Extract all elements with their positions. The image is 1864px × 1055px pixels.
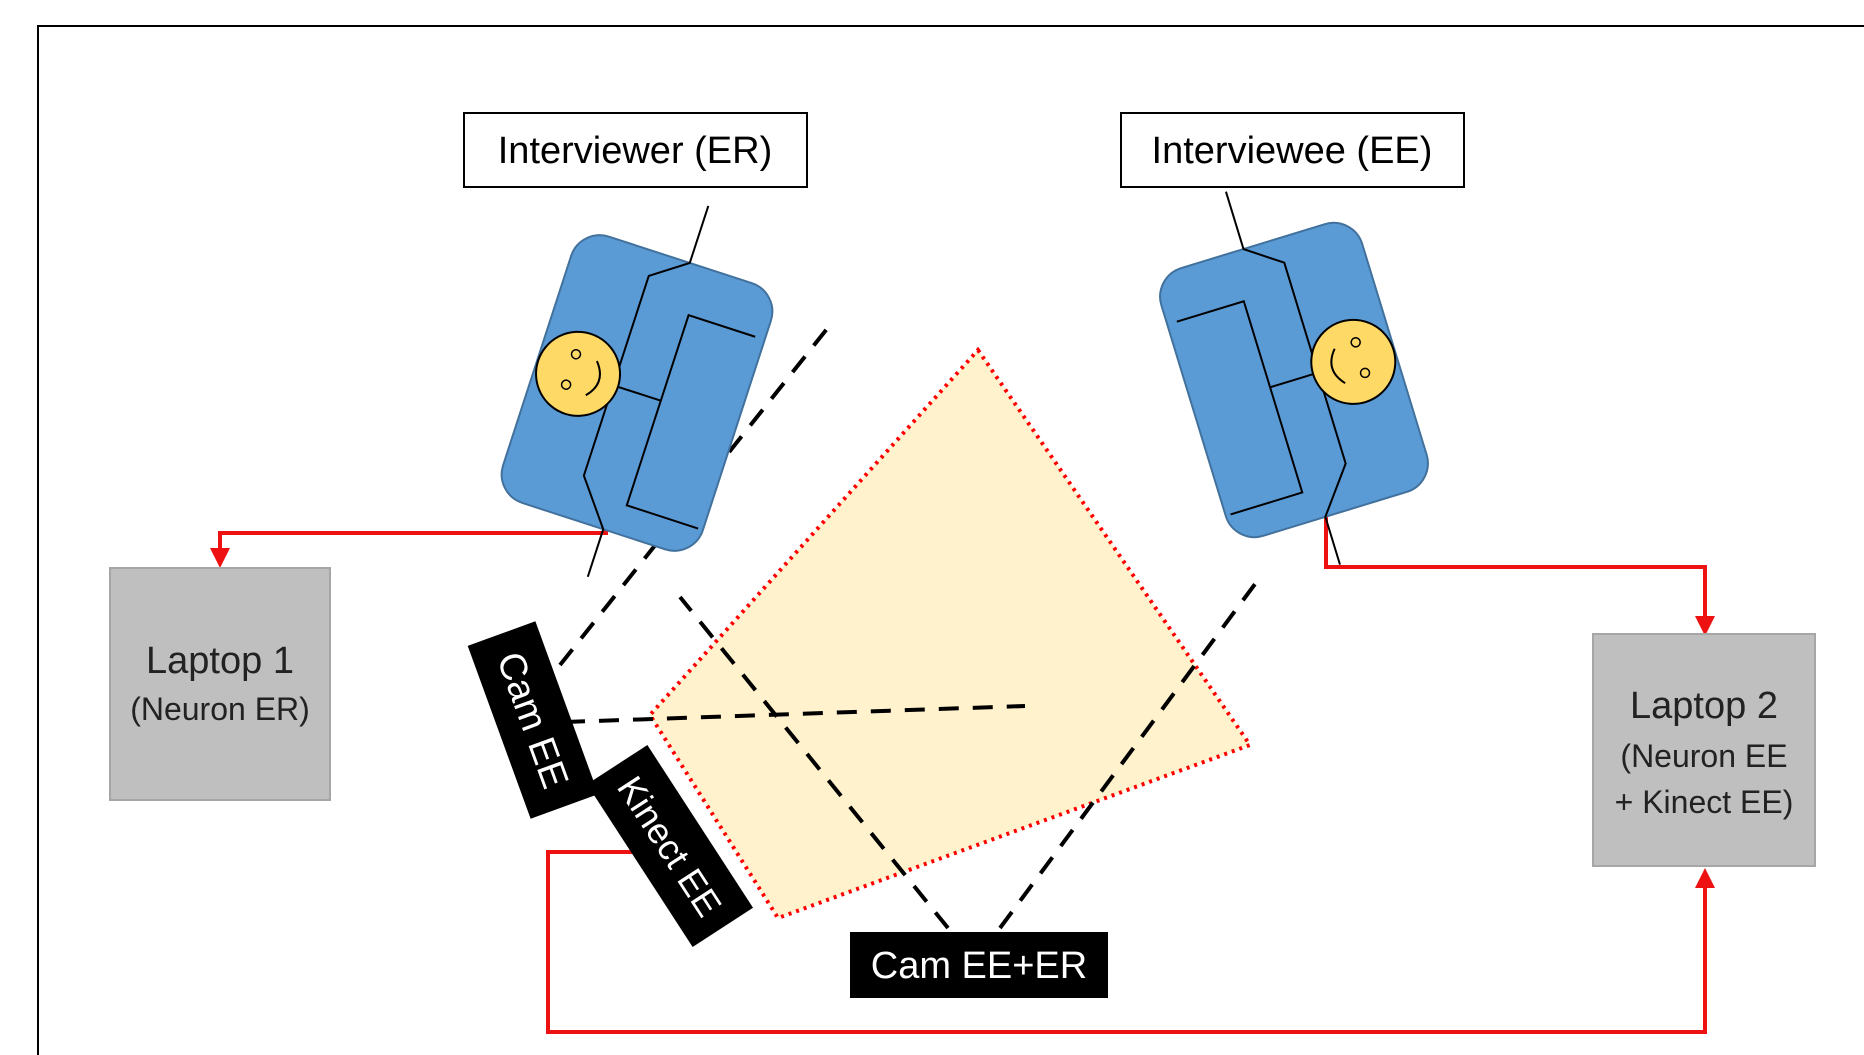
cable-er-to-laptop1 (210, 508, 608, 568)
interviewee-label: Interviewee (EE) (1152, 130, 1433, 172)
laptop-1-subtitle: (Neuron ER) (130, 691, 310, 727)
kinect-detection-zone (647, 346, 1254, 921)
interviewer-figure (500, 205, 774, 578)
interviewer-label: Interviewer (ER) (498, 130, 773, 172)
smiley-face-icon (535, 330, 622, 417)
cam-ee-sightline-center (564, 704, 1026, 724)
interviewer-label-box: Interviewer (ER) (463, 112, 808, 188)
laptop-2-subtitle-1: (Neuron EE (1620, 738, 1787, 774)
laptop-2-title: Laptop 2 (1630, 685, 1778, 727)
smiley-face-icon (1310, 318, 1397, 405)
interviewee-label-box: Interviewee (EE) (1120, 112, 1465, 188)
laptop-2-subtitle-2: + Kinect EE) (1615, 784, 1794, 820)
laptop-1: Laptop 1 (Neuron ER) (109, 567, 331, 801)
cam-ee-er-device: Cam EE+ER (850, 932, 1108, 998)
cam-ee-er-sightline-right (998, 578, 1260, 930)
cam-ee-er-sightline-left (678, 595, 950, 930)
cam-ee-er-label: Cam EE+ER (871, 945, 1087, 987)
interviewee-figure (1159, 191, 1429, 565)
laptop-1-title: Laptop 1 (146, 640, 294, 682)
cable-ee-to-laptop2 (1324, 500, 1715, 636)
cable-kinect-to-laptop2 (546, 850, 1715, 1034)
diagram-frame (37, 25, 1864, 1055)
laptop-2: Laptop 2 (Neuron EE + Kinect EE) (1592, 633, 1816, 867)
